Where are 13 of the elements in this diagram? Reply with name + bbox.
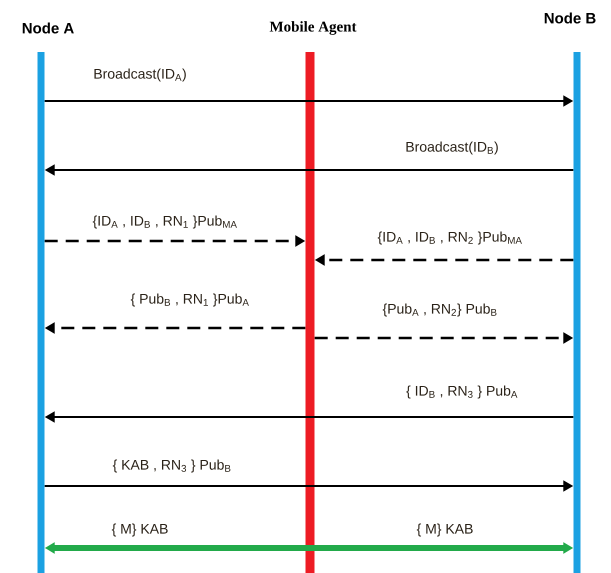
edge-label: {ID$_{A}$ , ID$_{B}$ , RN$_{2}$ }Pub$_{MA}$ [378,231,522,244]
edge-label: Broadcast(ID$_{A}$) [94,68,186,82]
lifeline-heading: Mobile Agent [270,21,356,35]
edge-label: { ID$_{B}$ , RN$_{3}$ } Pub$_{A}$ [406,385,518,398]
edge-label: { M} KAB [112,523,168,536]
edge-label: Broadcast(ID$_{B}$) [406,141,498,155]
lifeline-heading: Node B [544,12,596,24]
lifeline-heading: Node A [22,22,74,34]
edge-label: {ID$_{A}$ , ID$_{B}$ , RN$_{1}$ }Pub$_{MA}$ [92,215,237,228]
message-label: { M} KAB [416,523,473,536]
edge-label: { KAB , RN$_{3}$ } Pub$_{B}$ [112,459,230,472]
edge-label: { Pub$_{B}$ , RN$_{1}$ }Pub$_{A}$ [130,293,249,306]
edge-label: {Pub$_{A}$ , RN$_{2}$} Pub$_{B}$ [382,303,496,316]
